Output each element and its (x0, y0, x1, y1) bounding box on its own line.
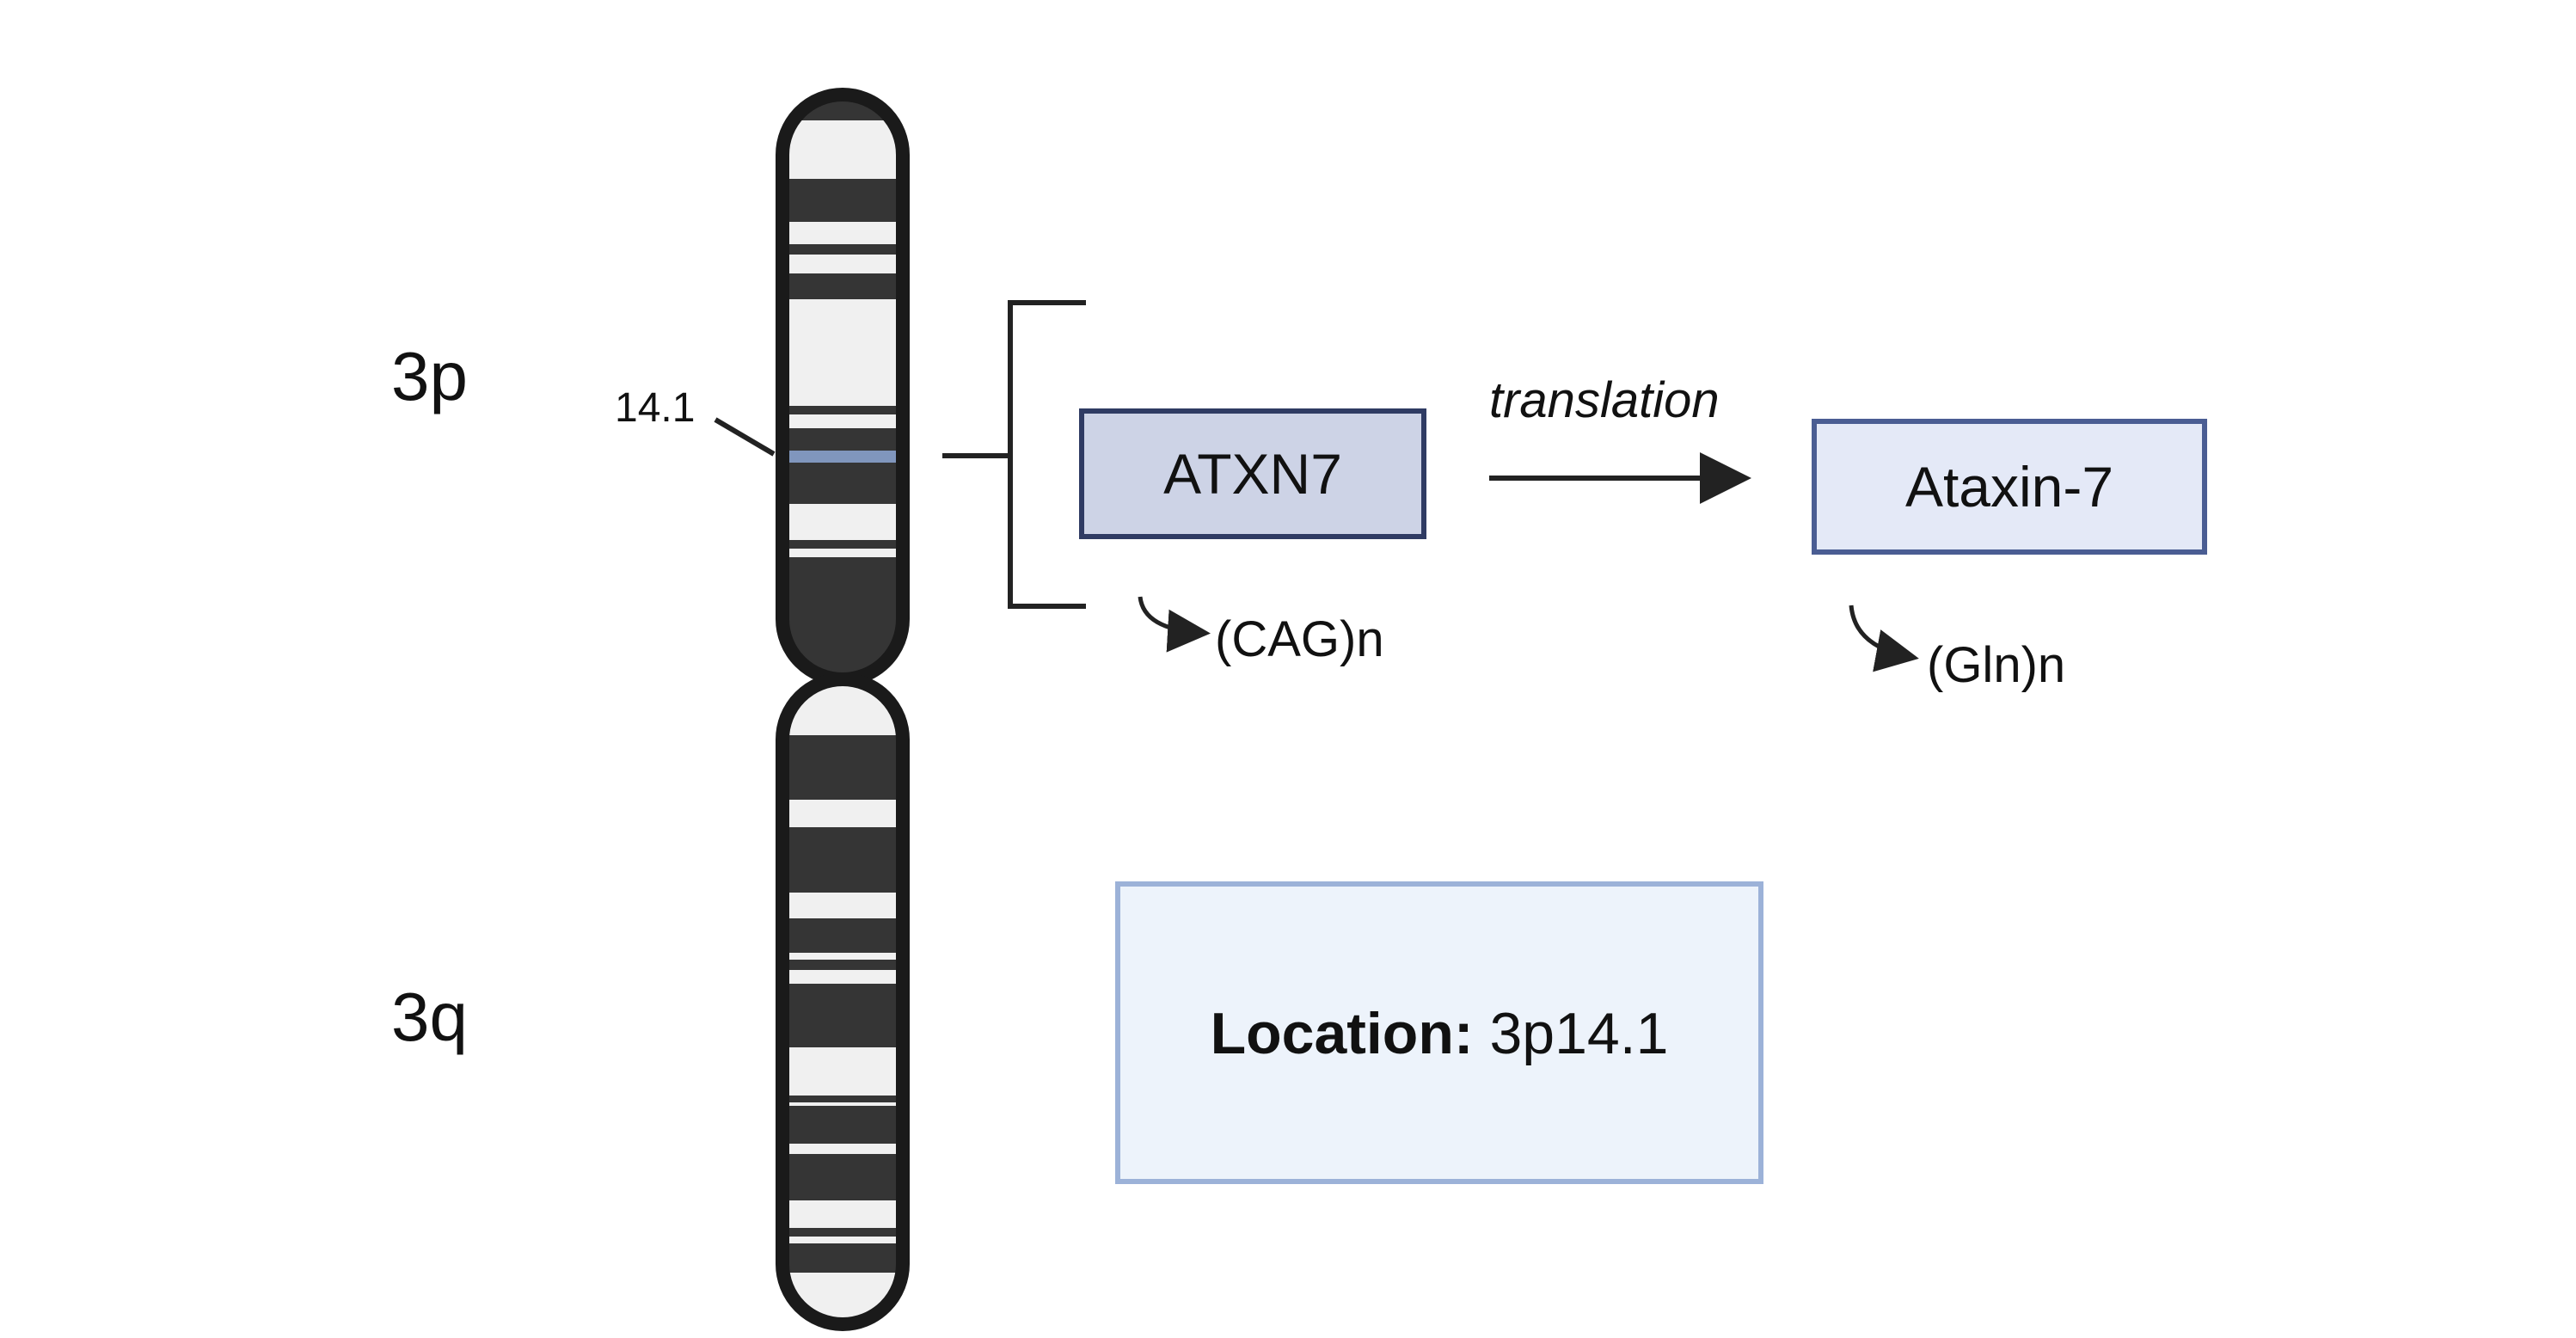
band-14-1-highlight (782, 451, 903, 463)
band-label: 14.1 (615, 385, 695, 431)
gene-box (1079, 408, 1426, 539)
cag-curved-arrow (1138, 596, 1211, 653)
protein-name: Ataxin-7 (1905, 455, 2113, 519)
location-spacer (1474, 1001, 1490, 1066)
arm-p-label: 3p (391, 338, 468, 414)
location-value: 3p14.1 (1489, 1001, 1668, 1066)
chromosome-q-arm (776, 672, 910, 1331)
location-text: Location: 3p14.1 (1211, 1001, 1669, 1066)
chromosome-p-arm (776, 88, 910, 686)
arm-q-label: 3q (391, 979, 468, 1055)
gln-repeat-label: (Gln)n (1927, 637, 2065, 693)
protein-box (1812, 419, 2207, 555)
gene-name: ATXN7 (1163, 442, 1342, 506)
gln-curved-arrow (1849, 605, 1919, 672)
band-pointer-line (714, 417, 776, 457)
cag-repeat-label: (CAG)n (1215, 611, 1384, 667)
location-label: Location: (1211, 1001, 1474, 1066)
location-box (1115, 881, 1763, 1184)
gene-bracket (942, 300, 1086, 609)
translation-label: translation (1489, 372, 1720, 428)
